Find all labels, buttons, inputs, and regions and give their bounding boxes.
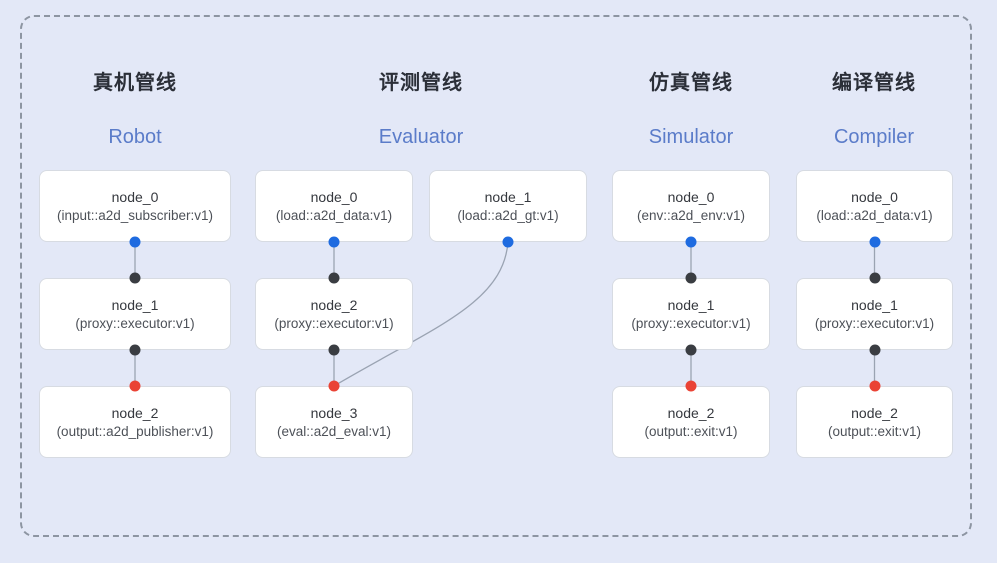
node-label: node_1	[484, 188, 532, 205]
port-dot-blue-icon	[129, 236, 141, 248]
node-type: (output::exit:v1)	[827, 423, 922, 439]
node-type: (load::a2d_data:v1)	[816, 207, 933, 223]
node-label: node_2	[851, 404, 898, 421]
port-dot-blue-icon	[328, 236, 340, 248]
node-compiler-node-0: node_0(load::a2d_data:v1)	[796, 170, 953, 242]
node-type: (load::a2d_gt:v1)	[457, 207, 559, 223]
port-dot-blue-icon	[502, 236, 514, 248]
port-dot-dark-icon	[685, 272, 697, 284]
node-type: (eval::a2d_eval:v1)	[276, 423, 392, 439]
pipeline-subtitle-evaluator: Evaluator	[378, 126, 464, 148]
port-dot-dark-icon	[129, 344, 141, 356]
node-type: (proxy::executor:v1)	[631, 315, 751, 331]
port-dot-red-icon	[869, 380, 880, 392]
port-dot-red-icon	[129, 380, 141, 392]
node-type: (proxy::executor:v1)	[814, 315, 935, 331]
pipeline-subtitle-compiler: Compiler	[833, 126, 915, 148]
node-type: (load::a2d_data:v1)	[275, 207, 393, 223]
node-evaluator-node-3: node_3(eval::a2d_eval:v1)	[255, 386, 413, 458]
port-dot-dark-icon	[869, 344, 880, 356]
port-dot-dark-icon	[328, 344, 340, 356]
pipeline-subtitle-robot: Robot	[108, 126, 162, 148]
node-label: node_2	[667, 404, 715, 421]
node-compiler-node-1: node_1(proxy::executor:v1)	[796, 278, 953, 350]
pipeline-title-simulator: 仿真管线	[649, 72, 733, 94]
node-label: node_2	[310, 296, 358, 313]
node-type: (env::a2d_env:v1)	[636, 207, 746, 223]
node-type: (proxy::executor:v1)	[274, 315, 394, 331]
edge-evaluator-node-1-to-evaluator-node-3	[333, 241, 509, 387]
node-label: node_0	[851, 188, 898, 205]
node-simulator-node-0: node_0(env::a2d_env:v1)	[612, 170, 770, 242]
node-label: node_0	[667, 188, 715, 205]
dashed-frame	[20, 15, 972, 537]
node-evaluator-node-2: node_2(proxy::executor:v1)	[255, 278, 413, 350]
port-dot-red-icon	[328, 380, 340, 392]
pipeline-title-compiler: 编译管线	[832, 72, 916, 94]
port-dot-dark-icon	[129, 272, 141, 284]
node-robot-node-1: node_1(proxy::executor:v1)	[39, 278, 231, 350]
node-type: (proxy::executor:v1)	[75, 315, 195, 331]
node-type: (input::a2d_subscriber:v1)	[56, 207, 214, 223]
node-simulator-node-1: node_1(proxy::executor:v1)	[612, 278, 770, 350]
node-evaluator-node-0: node_0(load::a2d_data:v1)	[255, 170, 413, 242]
port-dot-dark-icon	[869, 272, 880, 284]
node-robot-node-0: node_0(input::a2d_subscriber:v1)	[39, 170, 231, 242]
node-evaluator-node-1: node_1(load::a2d_gt:v1)	[429, 170, 587, 242]
node-type: (output::a2d_publisher:v1)	[56, 423, 214, 439]
node-label: node_0	[310, 188, 358, 205]
node-label: node_2	[111, 404, 159, 421]
port-dot-dark-icon	[685, 344, 697, 356]
node-label: node_0	[111, 188, 159, 205]
port-dot-blue-icon	[869, 236, 880, 248]
node-type: (output::exit:v1)	[644, 423, 738, 439]
pipeline-subtitle-simulator: Simulator	[648, 126, 734, 148]
node-label: node_1	[111, 296, 159, 313]
node-simulator-node-2: node_2(output::exit:v1)	[612, 386, 770, 458]
port-dot-dark-icon	[328, 272, 340, 284]
node-robot-node-2: node_2(output::a2d_publisher:v1)	[39, 386, 231, 458]
node-label: node_1	[667, 296, 715, 313]
node-compiler-node-2: node_2(output::exit:v1)	[796, 386, 953, 458]
port-dot-blue-icon	[685, 236, 697, 248]
port-dot-red-icon	[685, 380, 697, 392]
pipeline-title-robot: 真机管线	[93, 72, 177, 94]
pipeline-title-evaluator: 评测管线	[379, 72, 463, 94]
node-label: node_1	[851, 296, 898, 313]
node-label: node_3	[310, 404, 358, 421]
